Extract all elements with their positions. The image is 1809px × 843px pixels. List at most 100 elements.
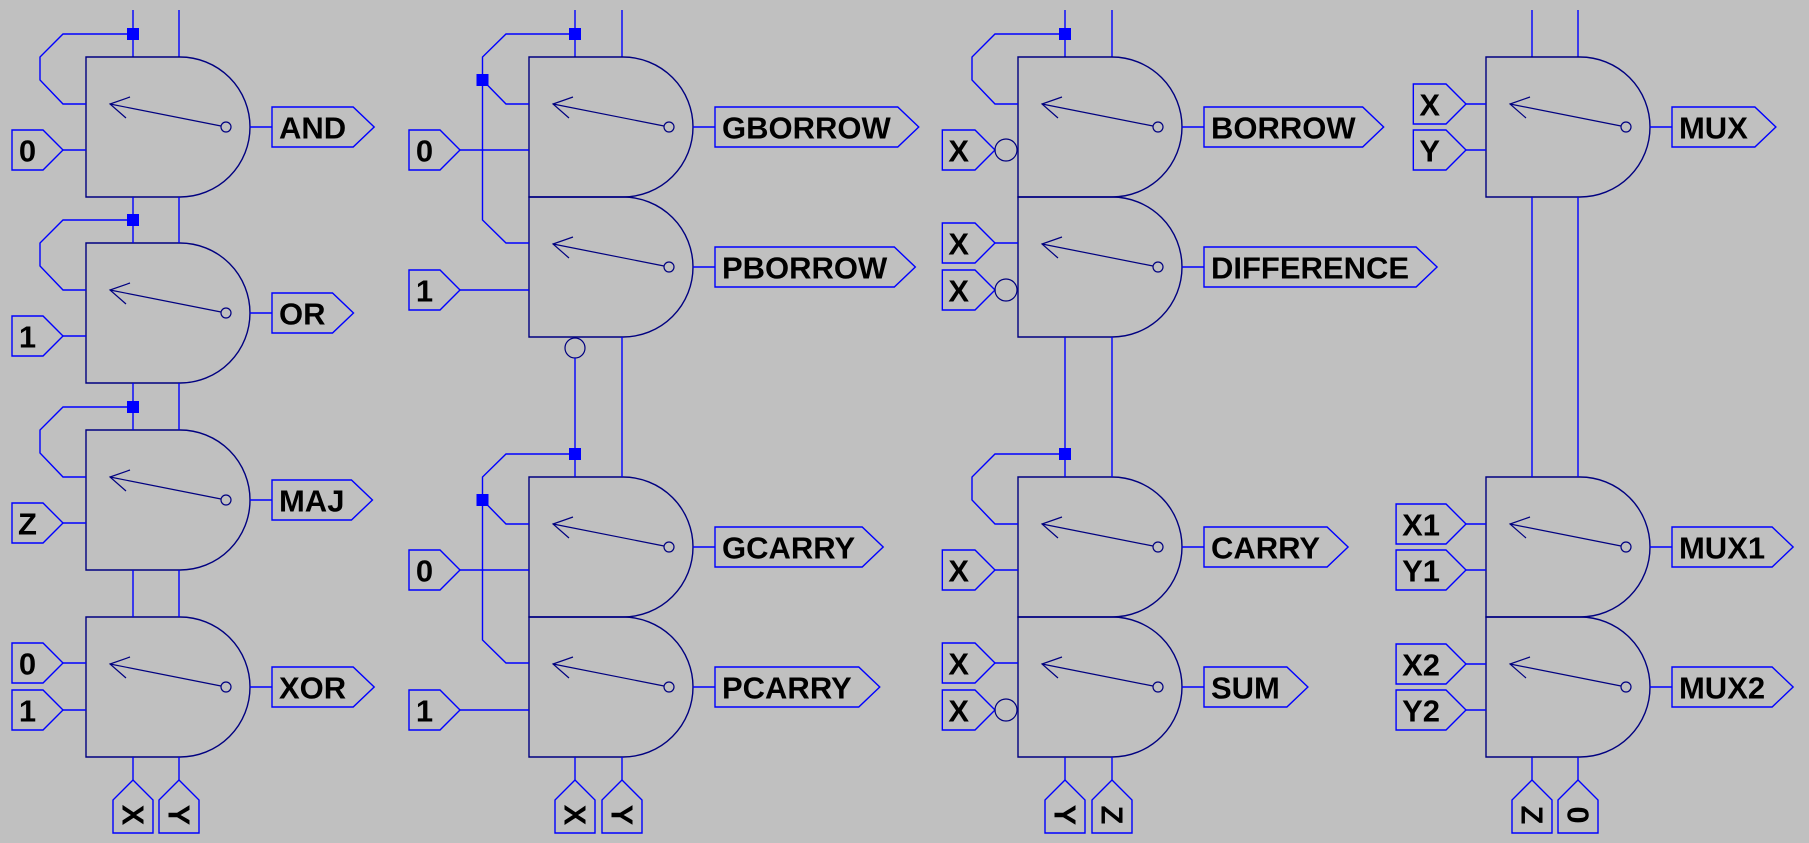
net-label-text: X xyxy=(948,227,969,262)
input-net-flag[interactable] xyxy=(941,689,996,731)
gate-arrow-icon xyxy=(109,103,222,127)
net-label-text: Y1 xyxy=(1402,554,1440,589)
gate-body[interactable] xyxy=(528,616,694,758)
input-net-flag[interactable] xyxy=(941,129,996,171)
gate-pivot-icon xyxy=(1620,541,1632,553)
net-label-text: X2 xyxy=(1402,648,1440,683)
gate-pivot-icon xyxy=(663,541,675,553)
output-net-flag[interactable] xyxy=(271,479,374,521)
output-net-flag[interactable] xyxy=(1203,106,1385,148)
gate-body[interactable] xyxy=(1017,476,1183,618)
wire[interactable] xyxy=(481,453,576,664)
input-net-flag[interactable] xyxy=(941,269,996,311)
gate-body[interactable] xyxy=(1485,616,1651,758)
wire[interactable] xyxy=(971,33,1065,105)
input-net-flag[interactable] xyxy=(1412,129,1467,171)
input-net-flag[interactable] xyxy=(408,689,461,731)
gate-arrow-icon xyxy=(109,289,222,313)
bottom-net-flag[interactable] xyxy=(1557,779,1599,834)
wire[interactable] xyxy=(39,406,133,478)
gate-body[interactable] xyxy=(1485,476,1651,618)
net-label-text: MAJ xyxy=(279,484,344,519)
input-net-flag[interactable] xyxy=(408,549,461,591)
output-net-flag[interactable] xyxy=(1671,526,1795,568)
output-net-flag[interactable] xyxy=(1203,526,1350,568)
output-net-flag[interactable] xyxy=(714,666,881,708)
input-net-flag[interactable] xyxy=(1395,503,1467,545)
wire[interactable] xyxy=(481,499,530,525)
gate-body[interactable] xyxy=(85,242,251,384)
output-net-flag[interactable] xyxy=(1203,246,1439,288)
gate-arrowhead-icon xyxy=(108,282,131,305)
gate-arrowhead-icon xyxy=(1508,516,1531,539)
bottom-net-flag[interactable] xyxy=(1511,779,1553,834)
gate-pivot-icon xyxy=(663,261,675,273)
gate-body[interactable] xyxy=(1017,616,1183,758)
gate-arrow-icon xyxy=(1041,243,1154,267)
bottom-net-flag[interactable] xyxy=(554,779,596,834)
wire[interactable] xyxy=(481,79,530,105)
net-label-text: Y xyxy=(1419,134,1440,169)
gate-body[interactable] xyxy=(1017,196,1183,338)
input-net-flag[interactable] xyxy=(941,642,996,684)
input-net-flag[interactable] xyxy=(11,129,64,171)
net-label-text: PCARRY xyxy=(722,671,852,706)
output-net-flag[interactable] xyxy=(271,666,376,708)
gate-pivot-icon xyxy=(220,681,232,693)
gate-pivot-icon xyxy=(220,494,232,506)
output-net-flag[interactable] xyxy=(1671,106,1777,148)
gate-body[interactable] xyxy=(1485,56,1651,198)
gate-body[interactable] xyxy=(528,56,694,198)
wire[interactable] xyxy=(481,33,576,244)
net-label-text: 0 xyxy=(19,134,36,169)
input-net-flag[interactable] xyxy=(1395,549,1467,591)
input-net-flag[interactable] xyxy=(941,549,996,591)
gate-pivot-icon xyxy=(1620,681,1632,693)
bottom-net-flag[interactable] xyxy=(112,779,154,834)
gate-arrowhead-icon xyxy=(1508,656,1531,679)
net-label-text: Z xyxy=(1515,806,1550,825)
net-label-text: SUM xyxy=(1211,671,1280,706)
wire[interactable] xyxy=(971,453,1065,525)
gate-body[interactable] xyxy=(528,476,694,618)
input-net-flag[interactable] xyxy=(1412,83,1467,125)
gate-body[interactable] xyxy=(85,56,251,198)
net-label-text: AND xyxy=(279,111,346,146)
input-net-flag[interactable] xyxy=(11,502,64,544)
gate-body[interactable] xyxy=(85,429,251,571)
bottom-net-flag[interactable] xyxy=(601,779,643,834)
input-net-flag[interactable] xyxy=(11,642,64,684)
input-net-flag[interactable] xyxy=(1395,689,1467,731)
inverter-bubble-icon xyxy=(994,138,1018,162)
output-net-flag[interactable] xyxy=(714,246,917,288)
net-label-text: X1 xyxy=(1402,508,1440,543)
net-label-text: X xyxy=(116,805,151,826)
bottom-net-flag[interactable] xyxy=(158,779,200,834)
gate-body[interactable] xyxy=(1017,56,1183,198)
input-net-flag[interactable] xyxy=(408,129,461,171)
net-label-text: 1 xyxy=(19,694,36,729)
gate-arrowhead-icon xyxy=(1040,656,1063,679)
output-net-flag[interactable] xyxy=(1671,666,1795,708)
gate-arrow-icon xyxy=(1509,103,1622,127)
output-net-flag[interactable] xyxy=(714,526,885,568)
wire[interactable] xyxy=(39,219,133,291)
net-label-text: X xyxy=(558,805,593,826)
bottom-net-flag[interactable] xyxy=(1044,779,1086,834)
input-net-flag[interactable] xyxy=(408,269,461,311)
output-net-flag[interactable] xyxy=(714,106,920,148)
output-net-flag[interactable] xyxy=(271,292,355,334)
input-net-flag[interactable] xyxy=(11,315,64,357)
wire[interactable] xyxy=(39,33,133,105)
input-net-flag[interactable] xyxy=(1395,643,1467,685)
net-label-text: 0 xyxy=(416,134,433,169)
bottom-net-flag[interactable] xyxy=(1091,779,1133,834)
gate-arrow-icon xyxy=(1041,103,1154,127)
gate-pivot-icon xyxy=(663,121,675,133)
input-net-flag[interactable] xyxy=(11,689,64,731)
input-net-flag[interactable] xyxy=(941,222,996,264)
output-net-flag[interactable] xyxy=(1203,666,1309,708)
gate-body[interactable] xyxy=(85,616,251,758)
output-net-flag[interactable] xyxy=(271,106,376,148)
gate-body[interactable] xyxy=(528,196,694,338)
